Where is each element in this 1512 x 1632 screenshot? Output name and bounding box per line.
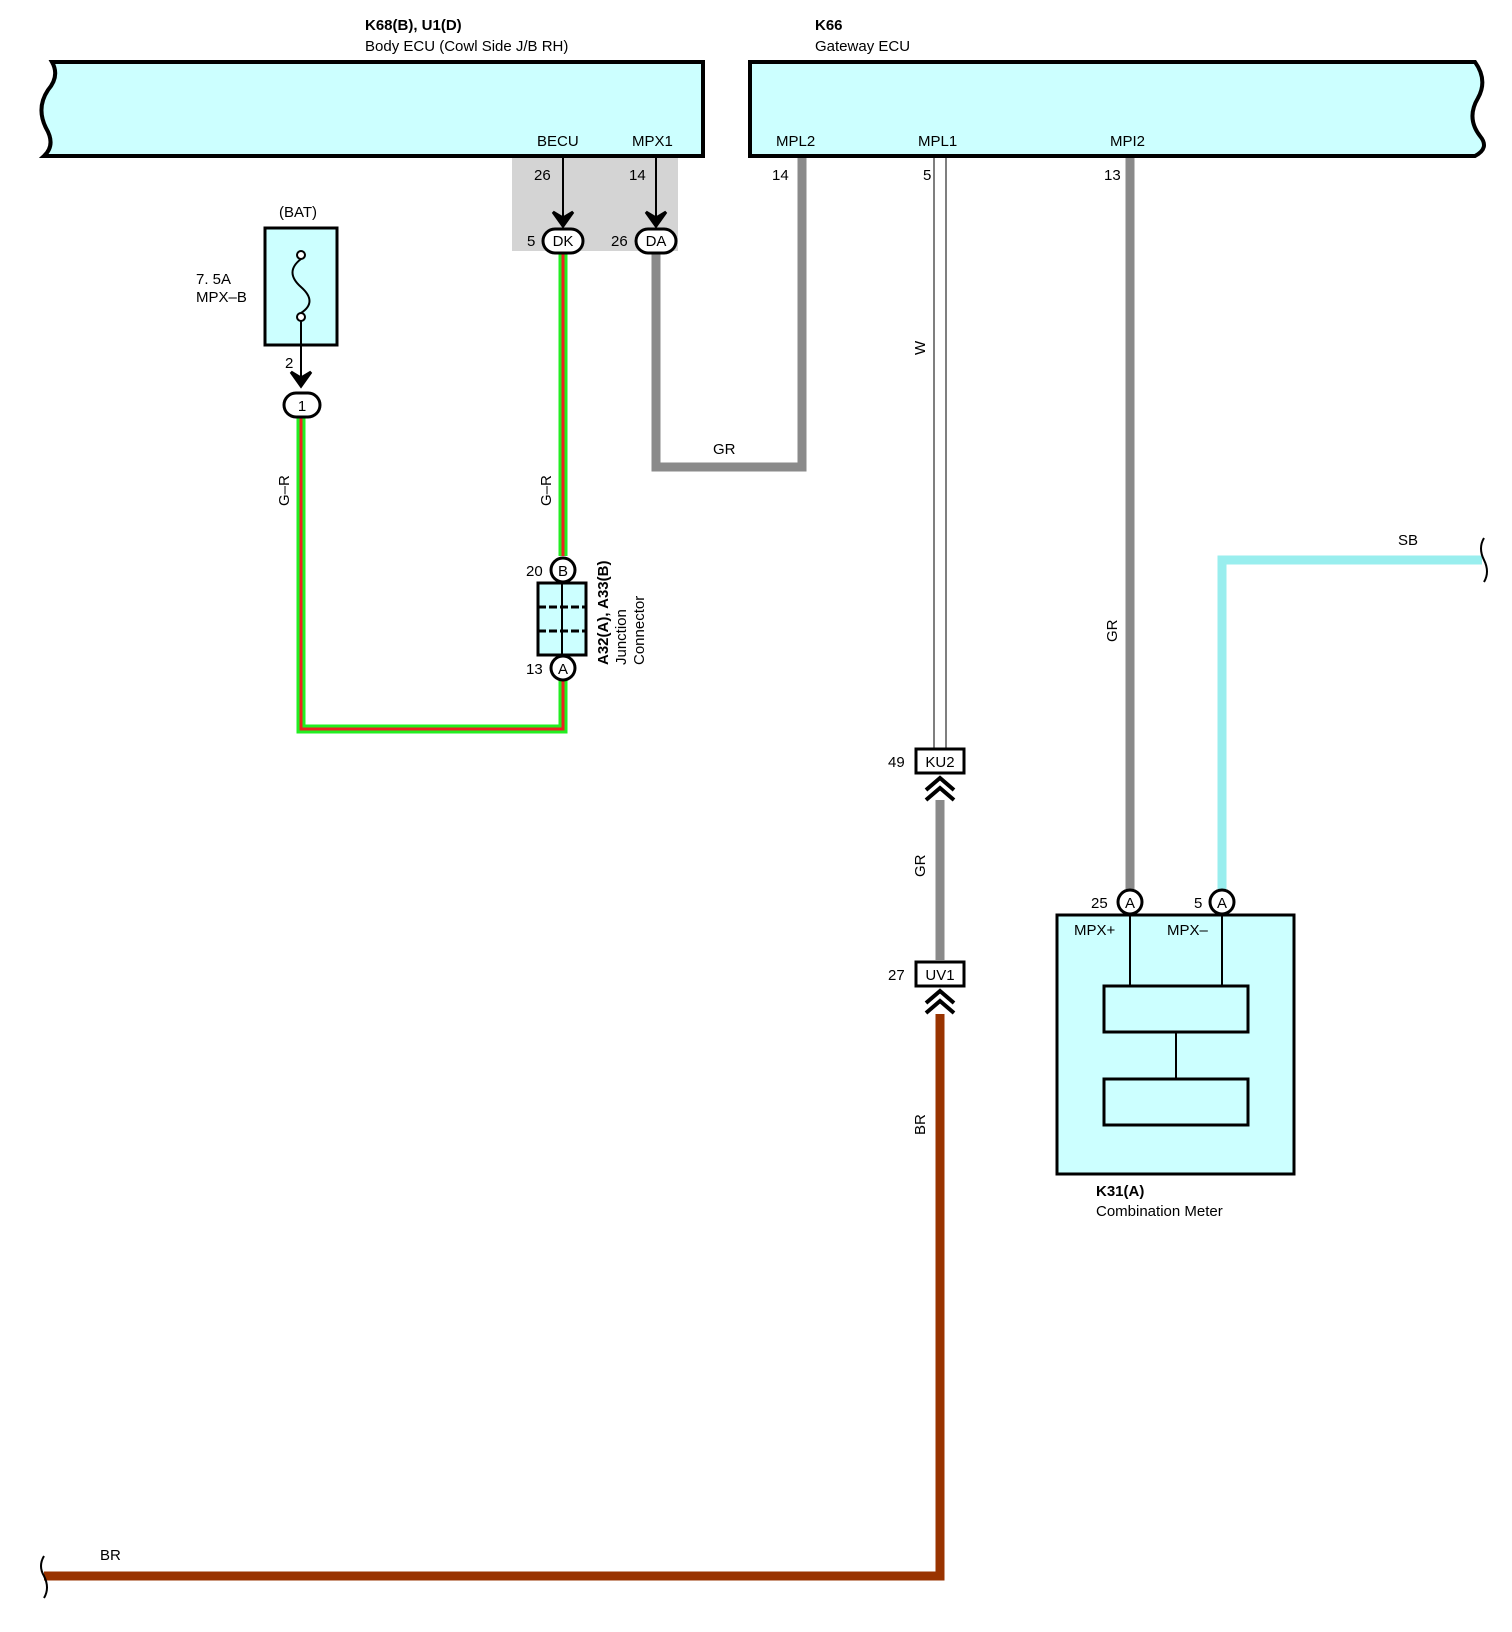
fuse-source: (BAT) (279, 204, 317, 221)
junction-name-2: Connector (631, 596, 648, 665)
ku2-chevron-icon (924, 775, 956, 802)
wire-label-becu-g-r: G–R (538, 475, 555, 506)
da-pin-number: 26 (611, 233, 628, 250)
body-ecu: K68(B), U1(D) Body ECU (Cowl Side J/B RH… (38, 17, 705, 251)
becu-arrow-icon (551, 210, 575, 229)
meter-mpx-minus-label: MPX– (1167, 922, 1209, 939)
fuse-arrow-icon (289, 370, 313, 389)
mpl1-pin-label: MPL1 (918, 133, 957, 150)
meter-mpx-plus-label: MPX+ (1074, 922, 1116, 939)
junction-pin-a-number: 13 (526, 661, 543, 678)
gateway-ecu: K66 Gateway ECU MPL2 MPL1 MPI2 14 5 13 (748, 17, 1486, 184)
fuse-connector-label: 1 (298, 398, 306, 415)
da-connector-label: DA (646, 233, 667, 250)
body-ecu-code: K68(B), U1(D) (365, 17, 462, 34)
dk-connector-label: DK (553, 233, 574, 250)
gateway-ecu-name: Gateway ECU (815, 38, 910, 55)
wire-label-br-bottom: BR (100, 1547, 121, 1564)
fuse-rating: 7. 5A (196, 271, 231, 288)
wire-sb (1217, 555, 1482, 890)
gateway-ecu-code: K66 (815, 17, 843, 34)
wire-label-gr-ku2: GR (912, 854, 929, 877)
mpl2-pin-label: MPL2 (776, 133, 815, 150)
gateway-ecu-box (748, 60, 1486, 158)
meter-pin-mpx-minus (1208, 888, 1236, 916)
mpl1-pin-number: 5 (923, 167, 931, 184)
wire-label-gr-mpi2: GR (1104, 619, 1121, 642)
junction-name-1: Junction (613, 609, 630, 665)
fuse-terminal-top (296, 250, 306, 260)
becu-pin-label: BECU (537, 133, 579, 150)
dk-connector (541, 227, 585, 255)
inline-connector-uv1: UV1 27 (888, 960, 966, 1015)
uv1-pin-number: 27 (888, 967, 905, 984)
wire-g-r-loop-outer (296, 416, 568, 734)
fuse-pin-number: 2 (285, 355, 293, 372)
junction-pin-b-label: B (558, 563, 568, 580)
junction-connector: B 20 A 13 A32(A), A33(B) Junction Connec… (526, 556, 648, 682)
mpi2-pin-number: 13 (1104, 167, 1121, 184)
fuse-terminal-bottom (296, 312, 306, 322)
wire-label-sb: SB (1398, 532, 1418, 549)
uv1-chevron-icon (924, 988, 956, 1015)
inline-connector-ku2: KU2 49 (888, 747, 966, 802)
wire-label-br-vertical: BR (912, 1114, 929, 1135)
wire-br (44, 1014, 945, 1581)
junction-pin-a (549, 654, 577, 682)
uv1-label: UV1 (925, 967, 954, 984)
wire-gr-mpx1-mpl2 (651, 158, 807, 472)
meter-pin-mpx-plus-connector: A (1125, 895, 1135, 912)
mpx1-arrow-icon (644, 210, 668, 229)
meter-pin-mpx-plus (1116, 888, 1144, 916)
body-ecu-box (38, 60, 705, 158)
uv1-box (914, 960, 966, 988)
dk-pin-number: 5 (527, 233, 535, 250)
fuse-name: MPX–B (196, 289, 247, 306)
ku2-box (914, 747, 966, 775)
ku2-label: KU2 (925, 754, 954, 771)
fuse-connector (282, 391, 322, 419)
mpl2-pin-number: 14 (772, 167, 789, 184)
meter-pin-mpx-plus-number: 25 (1091, 895, 1108, 912)
mpx1-pin-label: MPX1 (632, 133, 673, 150)
meter-code: K31(A) (1096, 1183, 1144, 1200)
junction-pin-b-number: 20 (526, 563, 543, 580)
mpi2-pin-label: MPI2 (1110, 133, 1145, 150)
meter-name: Combination Meter (1096, 1203, 1223, 1220)
wire-label-fuse-g-r: G–R (276, 475, 293, 506)
wire-break-right (1480, 537, 1488, 583)
combination-meter: A 25 A 5 MPX+ MPX– K31(A) Combination Me… (1055, 888, 1296, 1220)
wire-label-w: W (912, 340, 929, 355)
body-ecu-connectors: DK 5 DA 26 (527, 158, 678, 255)
meter-pin-mpx-minus-connector: A (1217, 895, 1227, 912)
wire-g-r-loop-inner (299, 416, 565, 731)
da-connector (634, 227, 678, 255)
junction-pin-a-label: A (558, 661, 568, 678)
ku2-pin-number: 49 (888, 754, 905, 771)
meter-block-lower (1102, 1077, 1250, 1127)
meter-block-upper (1102, 984, 1250, 1034)
wire-label-gr-mpl2: GR (713, 441, 736, 458)
body-ecu-name: Body ECU (Cowl Side J/B RH) (365, 38, 568, 55)
junction-code: A32(A), A33(B) (595, 561, 612, 665)
wire-break-left (40, 1555, 48, 1599)
fuse-mpx-b: (BAT) 7. 5A MPX–B 2 1 (196, 204, 339, 419)
mpx1-pin-number: 14 (629, 167, 646, 184)
fuse-element-icon (291, 258, 311, 314)
meter-pin-mpx-minus-number: 5 (1194, 895, 1202, 912)
becu-pin-number: 26 (534, 167, 551, 184)
